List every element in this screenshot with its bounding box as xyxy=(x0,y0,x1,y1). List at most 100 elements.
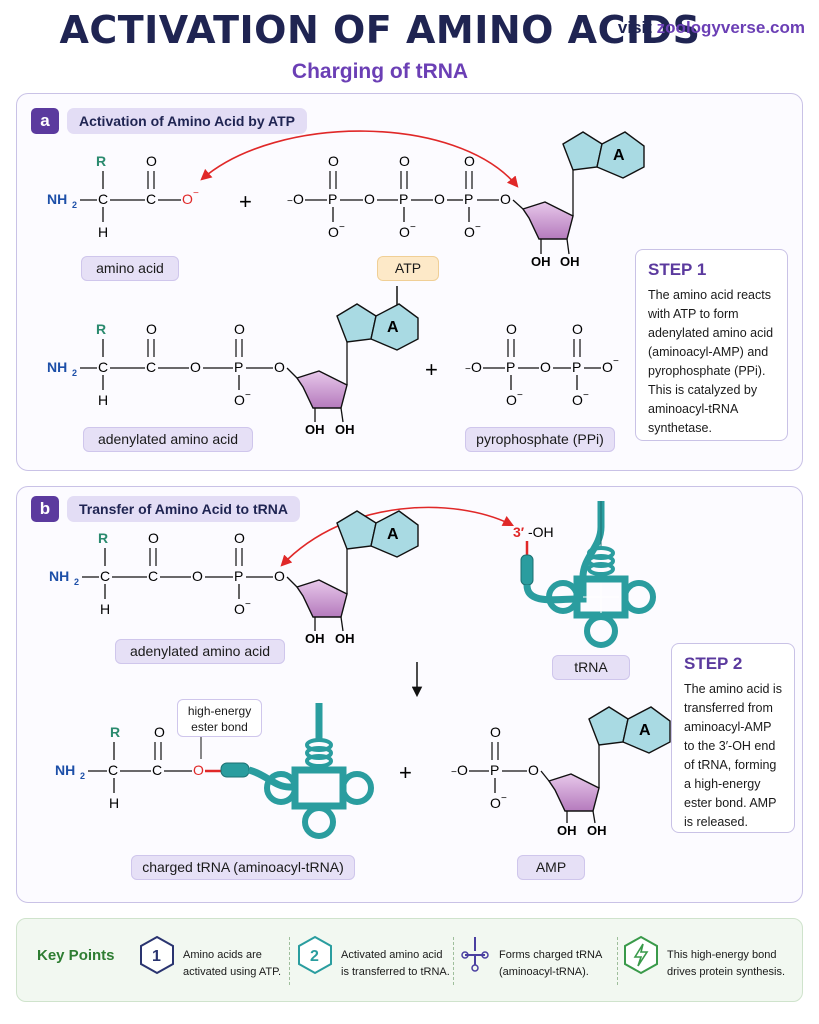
page-title: ACTIVATION OF AMINO ACIDS xyxy=(59,8,701,52)
svg-text:O: O xyxy=(464,153,475,169)
svg-text:O: O xyxy=(572,321,583,337)
svg-text:-OH: -OH xyxy=(528,524,554,540)
svg-text:O: O xyxy=(148,530,159,546)
svg-text:OH: OH xyxy=(531,254,551,269)
label-charged-trna: charged tRNA (aminoacyl-tRNA) xyxy=(131,855,355,880)
svg-text:O: O xyxy=(457,762,468,778)
svg-text:P: P xyxy=(328,191,337,207)
svg-text:O: O xyxy=(274,359,285,375)
adenylated-amino-acid-structure: NH 2 C R H C O O P O O− O xyxy=(47,303,419,437)
svg-text:−: − xyxy=(501,793,507,804)
key-point-text: Amino acids are activated using ATP. xyxy=(183,949,282,978)
svg-text:R: R xyxy=(110,724,120,740)
svg-text:OH: OH xyxy=(305,422,325,437)
svg-text:2: 2 xyxy=(72,368,77,378)
page-subtitle: Charging of tRNA xyxy=(291,60,469,83)
panel-badge: a xyxy=(31,108,59,134)
svg-text:−: − xyxy=(410,222,416,233)
svg-text:O: O xyxy=(154,724,165,740)
carboxylate-o: O xyxy=(182,191,193,207)
key-divider xyxy=(617,937,618,985)
svg-text:O: O xyxy=(234,530,245,546)
svg-text:P: P xyxy=(572,359,581,375)
svg-text:O: O xyxy=(399,224,410,240)
svg-text:C: C xyxy=(100,568,110,584)
svg-text:O: O xyxy=(506,392,517,408)
adenylated-amino-acid-structure: NH 2 C R H C O O P O O− O xyxy=(49,510,419,646)
svg-text:−: − xyxy=(475,222,481,233)
svg-text:H: H xyxy=(100,601,110,617)
svg-text:P: P xyxy=(506,359,515,375)
svg-text:C: C xyxy=(152,762,162,778)
svg-text:NH: NH xyxy=(55,762,75,778)
carboxyl-carbon: C xyxy=(146,191,156,207)
svg-text:−: − xyxy=(583,390,589,401)
svg-text:O: O xyxy=(190,359,201,375)
number-one-icon: 1 xyxy=(140,935,174,975)
svg-text:2: 2 xyxy=(72,200,77,210)
svg-text:OH: OH xyxy=(335,422,355,437)
svg-text:−: − xyxy=(451,767,457,778)
key-point-1: 1 Amino acids are activated using ATP. xyxy=(139,935,281,987)
svg-text:−: − xyxy=(245,599,251,610)
svg-text:O: O xyxy=(192,568,203,584)
key-point-text: Activated amino acid is transferred to t… xyxy=(341,949,450,978)
trna-icon xyxy=(461,937,489,972)
step-1-text: The amino acid reacts with ATP to form a… xyxy=(648,288,774,435)
svg-text:2: 2 xyxy=(310,948,319,965)
svg-text:P: P xyxy=(234,568,243,584)
key-point-4: This high-energy bond drives protein syn… xyxy=(623,935,785,987)
svg-text:O: O xyxy=(506,321,517,337)
svg-text:2: 2 xyxy=(80,771,85,781)
svg-text:−: − xyxy=(613,356,619,367)
svg-text:O: O xyxy=(193,762,204,778)
svg-text:−: − xyxy=(245,390,251,401)
step-2-box: STEP 2 The amino acid is transferred fro… xyxy=(671,643,795,833)
svg-text:O: O xyxy=(293,191,304,207)
atp-structure: − O P O O− O P O O− O P O O− xyxy=(287,153,524,240)
svg-text:O: O xyxy=(274,568,285,584)
svg-text:H: H xyxy=(109,795,119,811)
svg-text:C: C xyxy=(148,568,158,584)
svg-text:O: O xyxy=(234,321,245,337)
svg-text:−: − xyxy=(465,364,471,375)
svg-text:O: O xyxy=(490,795,501,811)
svg-text:O: O xyxy=(234,392,245,408)
alpha-h: H xyxy=(98,224,108,240)
key-points-title: Key Points xyxy=(37,947,115,964)
panel-heading: Activation of Amino Acid by ATP xyxy=(67,108,307,134)
number-two-icon: 2 xyxy=(298,935,332,975)
svg-text:C: C xyxy=(146,359,156,375)
svg-text:C: C xyxy=(108,762,118,778)
svg-text:+: + xyxy=(399,760,412,785)
svg-text:−: − xyxy=(339,222,345,233)
svg-text:H: H xyxy=(98,392,108,408)
key-point-2: 2 Activated amino acid is transferred to… xyxy=(297,935,450,987)
svg-text:+: + xyxy=(425,357,438,382)
svg-text:OH: OH xyxy=(335,631,355,646)
lightning-icon xyxy=(624,935,658,975)
svg-text:R: R xyxy=(98,530,108,546)
svg-text:3′: 3′ xyxy=(513,524,525,540)
svg-text:OH: OH xyxy=(560,254,580,269)
amp-structure: − O P O O− O OH OH A xyxy=(451,706,671,838)
svg-text:OH: OH xyxy=(557,823,577,838)
step-1-title: STEP 1 xyxy=(648,260,707,279)
svg-text:2: 2 xyxy=(74,577,79,587)
svg-text:−: − xyxy=(517,390,523,401)
svg-text:P: P xyxy=(399,191,408,207)
panel-heading: Transfer of Amino Acid to tRNA xyxy=(67,496,300,522)
svg-text:P: P xyxy=(234,359,243,375)
callout-ester-bond: high-energy ester bond xyxy=(177,699,262,737)
key-divider xyxy=(289,937,290,985)
svg-text:1: 1 xyxy=(152,948,161,965)
svg-text:P: P xyxy=(464,191,473,207)
svg-text:O: O xyxy=(399,153,410,169)
svg-text:R: R xyxy=(96,321,106,337)
r-group: R xyxy=(96,153,106,169)
svg-text:O: O xyxy=(572,392,583,408)
site-link[interactable]: visit zoologyverse.com xyxy=(618,18,805,38)
svg-text:NH: NH xyxy=(49,568,69,584)
svg-text:O: O xyxy=(434,191,445,207)
svg-text:A: A xyxy=(639,722,651,739)
